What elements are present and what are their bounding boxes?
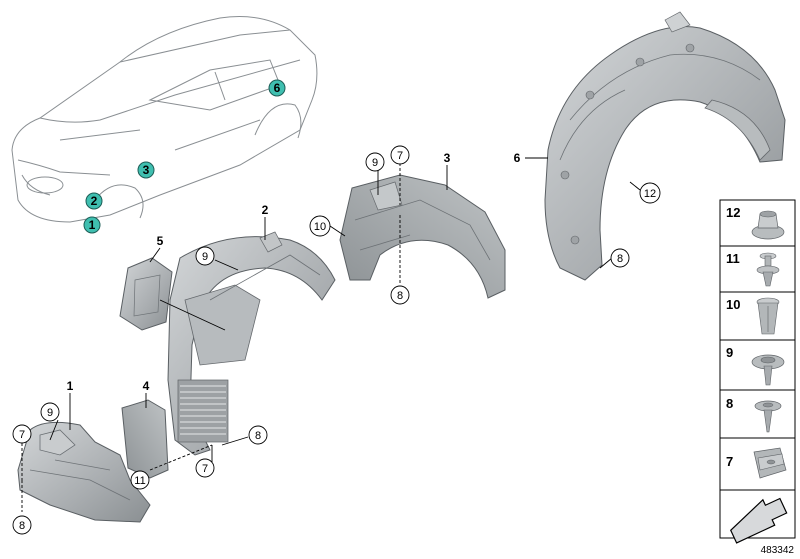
legend-row-12[interactable]: 12 bbox=[719, 199, 796, 247]
washer-screw-icon bbox=[751, 354, 785, 386]
part-label-6[interactable]: 6 bbox=[514, 151, 521, 165]
callout-6-8[interactable]: 8 bbox=[610, 248, 630, 268]
car-marker-1-label: 1 bbox=[89, 218, 96, 232]
callout-1-7-label: 7 bbox=[19, 429, 25, 441]
part-label-5[interactable]: 5 bbox=[157, 234, 164, 248]
car-marker-3[interactable]: 3 bbox=[137, 161, 155, 179]
callout-6-12[interactable]: 12 bbox=[639, 182, 661, 204]
legend-label-12: 12 bbox=[726, 205, 740, 220]
legend-label-7: 7 bbox=[726, 454, 733, 469]
reference-number: 483342 bbox=[761, 545, 795, 556]
callout-1-9-label: 9 bbox=[47, 407, 53, 419]
callout-3-7[interactable]: 7 bbox=[390, 145, 410, 165]
callout-2-8-label: 8 bbox=[255, 430, 261, 442]
callout-3-10[interactable]: 10 bbox=[309, 215, 331, 237]
arrow-icon bbox=[729, 497, 788, 544]
car-outline bbox=[11, 16, 318, 223]
expanding-clip-icon bbox=[756, 297, 780, 335]
legend-label-8: 8 bbox=[726, 396, 733, 411]
part-1-trim-panel bbox=[17, 421, 151, 523]
legend-arrow-box bbox=[719, 489, 796, 544]
legend-row-10[interactable]: 10 bbox=[719, 291, 796, 341]
legend-row-11[interactable]: 11 bbox=[719, 245, 796, 293]
callout-2-11-label: 11 bbox=[134, 475, 145, 487]
legend-label-9: 9 bbox=[726, 345, 733, 360]
fastener-legend: 12 11 10 bbox=[719, 199, 796, 544]
part-6-rear-wheel-arch-liner bbox=[544, 11, 786, 281]
push-rivet-icon bbox=[756, 252, 780, 287]
leader-lines bbox=[21, 157, 641, 512]
legend-row-7[interactable]: 7 bbox=[719, 437, 796, 491]
car-marker-1[interactable]: 1 bbox=[83, 216, 101, 234]
part-label-3[interactable]: 3 bbox=[444, 151, 451, 165]
part-labels: 1 2 3 4 5 6 bbox=[67, 151, 521, 393]
callout-3-7-label: 7 bbox=[397, 150, 403, 162]
legend-row-9[interactable]: 9 bbox=[719, 339, 796, 391]
car-marker-2[interactable]: 2 bbox=[85, 192, 103, 210]
callout-3-10-label: 10 bbox=[314, 221, 326, 233]
callout-6-8-label: 8 bbox=[617, 253, 623, 265]
legend-label-10: 10 bbox=[726, 297, 740, 312]
callout-3-9[interactable]: 9 bbox=[365, 152, 385, 172]
part-4-cover bbox=[121, 399, 169, 479]
callout-2-8[interactable]: 8 bbox=[248, 425, 268, 445]
part-3-liner bbox=[339, 174, 506, 299]
callout-3-8-label: 8 bbox=[397, 290, 403, 302]
part-2-wheel-arch-liner bbox=[167, 231, 336, 456]
callout-2-11[interactable]: 11 bbox=[130, 470, 150, 490]
callout-2-9[interactable]: 9 bbox=[195, 246, 215, 266]
callout-2-9-label: 9 bbox=[202, 251, 208, 263]
car-marker-6[interactable]: 6 bbox=[268, 79, 286, 97]
spring-nut-icon bbox=[753, 447, 787, 479]
callout-1-8[interactable]: 8 bbox=[12, 515, 32, 535]
callouts: 9 7 8 9 11 7 8 9 bbox=[12, 145, 661, 535]
callout-2-7-label: 7 bbox=[202, 463, 208, 475]
part-label-2[interactable]: 2 bbox=[262, 203, 269, 217]
callout-1-9[interactable]: 9 bbox=[40, 402, 60, 422]
nut-clip-icon bbox=[751, 210, 785, 240]
legend-label-11: 11 bbox=[726, 251, 740, 266]
callout-3-9-label: 9 bbox=[372, 157, 378, 169]
car-marker-6-label: 6 bbox=[274, 81, 281, 95]
callout-1-7[interactable]: 7 bbox=[12, 424, 32, 444]
part-label-1[interactable]: 1 bbox=[67, 379, 74, 393]
legend-row-8[interactable]: 8 bbox=[719, 389, 796, 439]
callout-3-8[interactable]: 8 bbox=[390, 285, 410, 305]
pin-rivet-icon bbox=[754, 400, 782, 433]
callout-1-8-label: 8 bbox=[19, 520, 25, 532]
part-label-4[interactable]: 4 bbox=[143, 379, 150, 393]
part-5-panel bbox=[119, 257, 173, 331]
car-markers: 1 2 3 6 bbox=[83, 79, 286, 234]
callout-6-12-label: 12 bbox=[644, 188, 656, 200]
car-marker-3-label: 3 bbox=[143, 163, 150, 177]
car-marker-2-label: 2 bbox=[91, 194, 98, 208]
callout-2-7[interactable]: 7 bbox=[195, 458, 215, 478]
